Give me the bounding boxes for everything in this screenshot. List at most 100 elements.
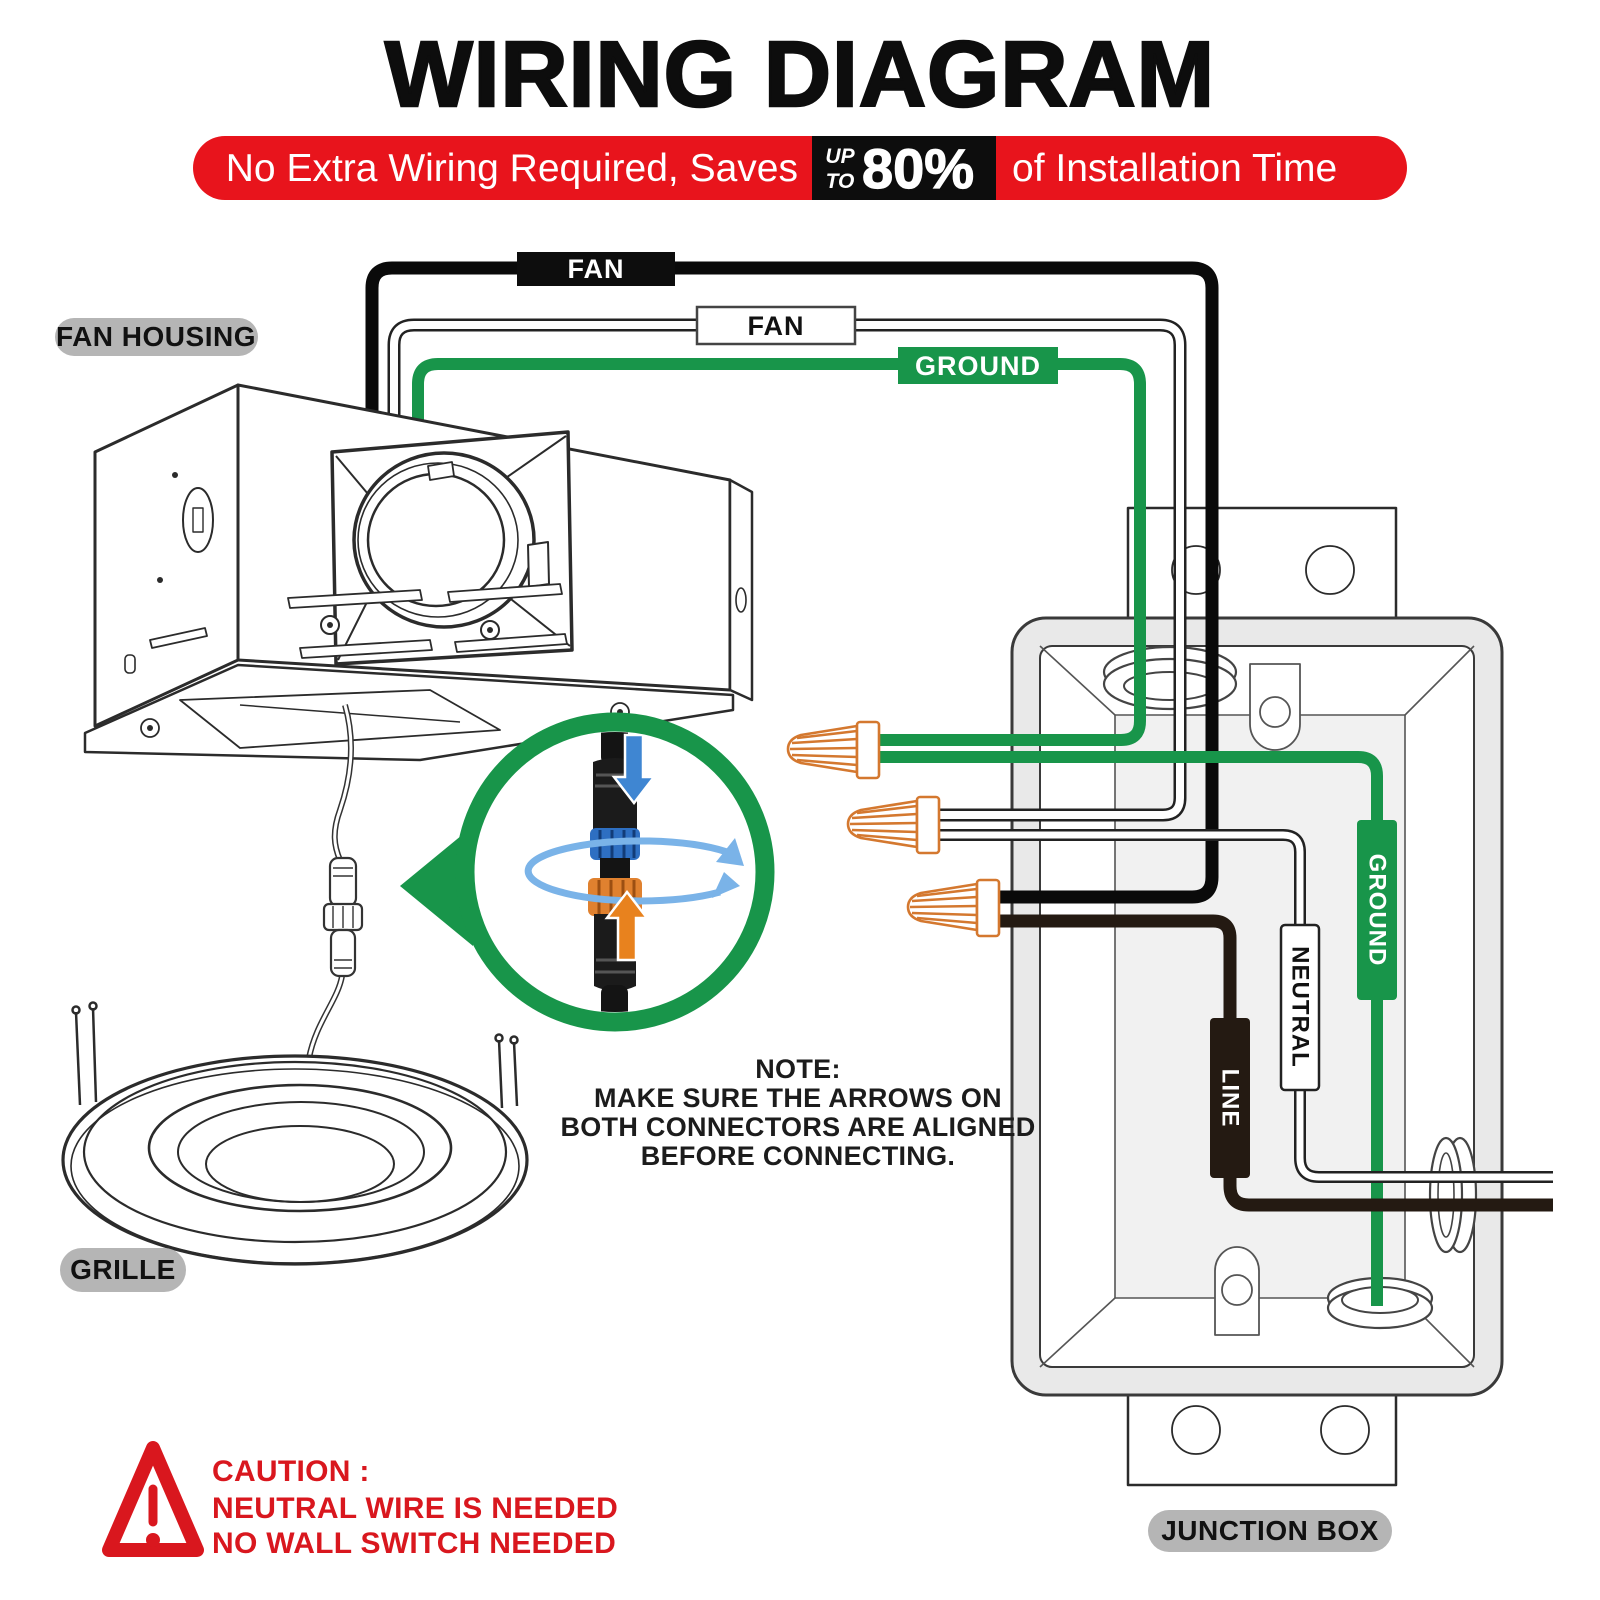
ground-vertical-label: GROUND bbox=[1364, 854, 1391, 967]
housing-screw-center bbox=[147, 725, 153, 731]
junction-box-illustration bbox=[1010, 506, 1504, 1487]
grille-spring-clips bbox=[71, 1001, 519, 1109]
banner-prefix: No Extra Wiring Required, Saves bbox=[226, 147, 798, 190]
front-slot bbox=[299, 639, 433, 659]
connector-cable-top bbox=[601, 732, 628, 765]
wire-nut-line bbox=[906, 878, 1001, 938]
ground-tag-label: GROUND bbox=[915, 351, 1041, 381]
rotation-arrowhead bbox=[712, 872, 740, 898]
wire-tag-labels: FAN FAN GROUND bbox=[517, 252, 1058, 384]
funnel-line bbox=[499, 435, 567, 483]
caution-line: NEUTRAL WIRE IS NEEDED bbox=[212, 1492, 618, 1525]
flange-keyhole bbox=[735, 587, 747, 613]
neutral-vertical-tag bbox=[1279, 923, 1321, 1092]
connector-detail bbox=[524, 732, 744, 1012]
banner-up: UP bbox=[825, 145, 855, 168]
wiring bbox=[365, 261, 1553, 1306]
caution-triangle-icon bbox=[102, 1441, 204, 1557]
duct-collar-mid bbox=[357, 462, 519, 618]
junction-box-pill bbox=[1148, 1510, 1392, 1552]
keyhole-slot-inner bbox=[192, 507, 204, 533]
callout-pointer bbox=[400, 826, 473, 946]
pigtail-wire-white bbox=[333, 704, 353, 861]
line-supply-wire bbox=[1223, 1176, 1553, 1212]
box-bevel-line bbox=[1039, 1297, 1116, 1368]
housing-screw-center bbox=[487, 627, 493, 633]
note-block: NOTE: MAKE SURE THE ARROWS ON BOTH CONNE… bbox=[560, 1054, 1035, 1171]
line-vertical-label: LINE bbox=[1217, 1069, 1244, 1128]
fan-black-tag bbox=[517, 252, 675, 286]
junction-tag-labels: GROUND NEUTRAL LINE bbox=[1210, 820, 1397, 1178]
neutral-jumper-white bbox=[930, 831, 1304, 930]
rotation-arrow-ellipse bbox=[524, 837, 729, 905]
fan-hot-wire-black bbox=[365, 261, 1219, 904]
grille-ring-depth bbox=[70, 1068, 520, 1264]
fan-housing-pill bbox=[55, 318, 258, 356]
neutral-vertical-label: NEUTRAL bbox=[1287, 946, 1314, 1068]
banner-background bbox=[193, 136, 1407, 200]
duct-latch bbox=[527, 541, 550, 588]
rivet-dot bbox=[172, 472, 178, 478]
bracket-hole bbox=[1320, 1405, 1370, 1455]
banner-badge bbox=[812, 136, 996, 200]
box-bevel-line bbox=[1404, 645, 1475, 716]
wire-nut-neutral bbox=[846, 795, 941, 855]
side-grommet-hole bbox=[1437, 1152, 1455, 1238]
fan-housing-pill-label: FAN HOUSING bbox=[56, 321, 256, 352]
wire-nut-ground bbox=[786, 720, 881, 780]
note-line: MAKE SURE THE ARROWS ON bbox=[594, 1083, 1002, 1113]
pigtail-wire-white bbox=[307, 975, 344, 1059]
part-label-pills: FAN HOUSING GRILLE JUNCTION BOX bbox=[55, 318, 1392, 1552]
page-title: WIRING DIAGRAM bbox=[385, 22, 1215, 126]
banner-suffix: of Installation Time bbox=[1012, 147, 1337, 190]
ground-tag bbox=[898, 347, 1058, 384]
grille-illustration bbox=[61, 1001, 529, 1266]
blue-down-arrow bbox=[611, 733, 657, 806]
grille-pill bbox=[60, 1248, 186, 1292]
connector-callout bbox=[400, 712, 775, 1032]
fan-ground-wire-green bbox=[412, 358, 1146, 746]
bracket-hole bbox=[1305, 545, 1355, 595]
front-slot bbox=[447, 583, 563, 603]
box-bevel-line bbox=[1039, 645, 1116, 716]
ground-jumper-wire bbox=[868, 751, 1383, 828]
note-line: BOTH CONNECTORS ARE ALIGNED bbox=[560, 1112, 1035, 1142]
duct-collar-inner bbox=[366, 472, 506, 608]
neutral-supply-white bbox=[1296, 1088, 1553, 1181]
grille-ring bbox=[147, 1083, 453, 1213]
line-vertical-tag bbox=[1210, 1018, 1250, 1178]
grille-ring bbox=[82, 1060, 508, 1244]
fan-black-tag-label: FAN bbox=[568, 254, 625, 284]
grille-outer-ring bbox=[61, 1054, 529, 1266]
front-slot bbox=[454, 633, 568, 653]
screw-tab-hole bbox=[1259, 696, 1291, 728]
pigtail-and-connector bbox=[306, 704, 364, 1059]
fan-white-tag bbox=[695, 305, 857, 346]
caution-line: NO WALL SWITCH NEEDED bbox=[212, 1527, 616, 1560]
screw-tab-hole bbox=[1221, 1274, 1253, 1306]
banner: No Extra Wiring Required, Saves UP TO 80… bbox=[193, 136, 1407, 201]
housing-motor-recess bbox=[179, 689, 501, 749]
caution-block: CAUTION : NEUTRAL WIRE IS NEEDED NO WALL… bbox=[102, 1441, 618, 1560]
connector-neck bbox=[600, 858, 630, 880]
left-face-slot bbox=[149, 627, 208, 649]
junction-box-pill-label: JUNCTION BOX bbox=[1161, 1515, 1379, 1546]
orange-up-arrow bbox=[604, 889, 650, 962]
wire-nuts bbox=[786, 720, 1001, 938]
inline-connector bbox=[322, 856, 364, 978]
ground-vertical-tag bbox=[1357, 820, 1397, 1000]
fan-housing-illustration bbox=[83, 383, 754, 762]
left-face-knockout bbox=[124, 654, 136, 674]
rotation-arrowhead bbox=[716, 838, 744, 866]
rivet-dot bbox=[157, 577, 163, 583]
grille-center-dome bbox=[205, 1125, 395, 1203]
caution-heading: CAUTION : bbox=[212, 1455, 370, 1488]
fan-white-tag-label: FAN bbox=[748, 311, 805, 341]
note-line: BEFORE CONNECTING. bbox=[641, 1141, 955, 1171]
duct-damper-tab bbox=[427, 461, 455, 481]
banner-percent: 80% bbox=[862, 137, 974, 200]
line-jumper-wire bbox=[988, 914, 1237, 1022]
banner-to: TO bbox=[826, 170, 855, 193]
